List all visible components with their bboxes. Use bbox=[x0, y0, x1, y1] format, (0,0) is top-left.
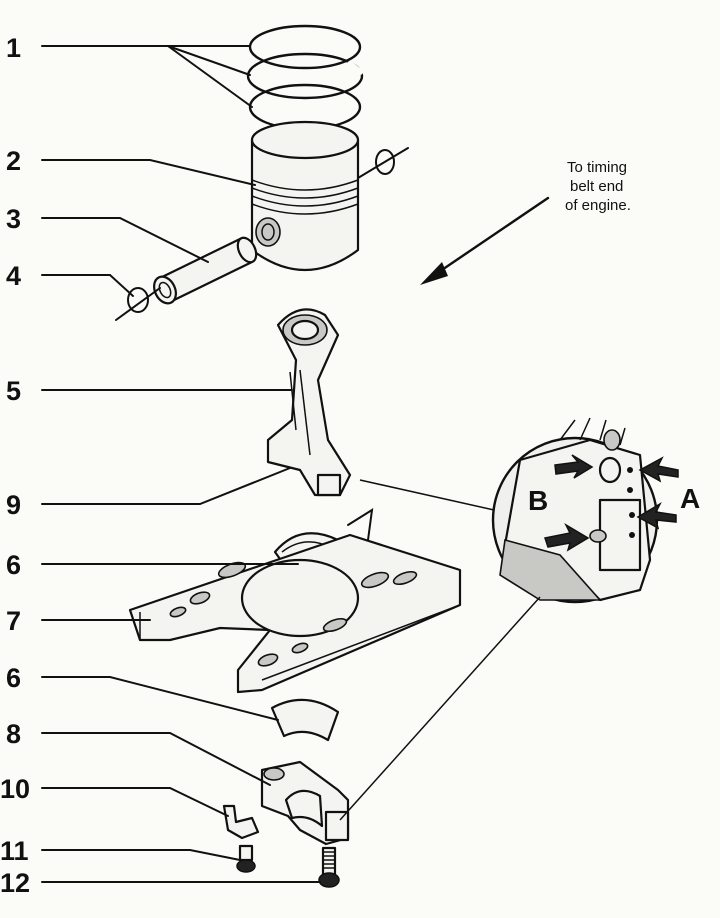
callout-10: 10 bbox=[0, 774, 30, 804]
callout-12: 12 bbox=[0, 868, 30, 898]
piston-rings bbox=[246, 17, 364, 139]
circlip-lower bbox=[115, 287, 161, 321]
connecting-rod bbox=[266, 308, 352, 497]
callout-3: 3 bbox=[6, 204, 21, 234]
detail-view bbox=[491, 417, 679, 604]
bedplate bbox=[128, 533, 462, 694]
circlip-upper bbox=[357, 147, 409, 179]
detail-leader-top bbox=[359, 479, 495, 511]
note-line-1: To timing bbox=[567, 159, 627, 176]
callout-7: 7 bbox=[6, 606, 21, 636]
piston-pin bbox=[153, 236, 258, 305]
bearing-shell-lower bbox=[270, 698, 340, 742]
callout-11: 11 bbox=[0, 836, 29, 866]
callout-6-upper: 6 bbox=[6, 550, 21, 580]
direction-arrow bbox=[420, 196, 550, 285]
callout-6-lower: 6 bbox=[6, 663, 21, 693]
callout-8: 8 bbox=[6, 719, 21, 749]
detail-label-b: B bbox=[528, 485, 548, 516]
callout-2: 2 bbox=[6, 146, 21, 176]
long-bolt bbox=[318, 846, 340, 888]
small-bolt bbox=[236, 844, 256, 873]
piston bbox=[250, 120, 360, 272]
callout-5: 5 bbox=[6, 376, 21, 406]
detail-leader-bottom bbox=[339, 596, 541, 821]
lock-plate bbox=[222, 804, 260, 840]
note-line-3: of engine. bbox=[565, 197, 631, 214]
leader-lines bbox=[41, 45, 321, 883]
rod-cap bbox=[260, 760, 350, 846]
detail-label-a: A bbox=[680, 483, 700, 514]
callout-9: 9 bbox=[6, 490, 21, 520]
note-line-2: belt end bbox=[570, 178, 623, 195]
bolt-end-hint bbox=[347, 508, 374, 541]
callout-1: 1 bbox=[6, 33, 21, 63]
callout-4: 4 bbox=[6, 261, 21, 291]
